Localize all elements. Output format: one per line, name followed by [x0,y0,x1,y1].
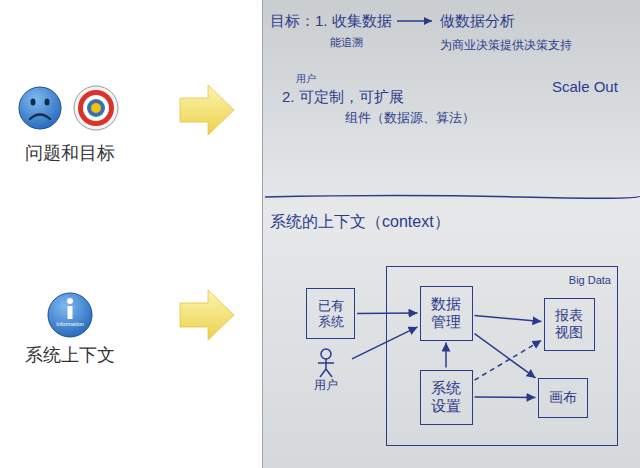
label-box: 为商业决策提供决策支持 [440,38,572,52]
info-icon [48,293,92,337]
connector-arrow [357,312,418,314]
node-label: 数据管理 [429,295,464,331]
photo-edge [262,0,263,468]
module-box: 数据管理 [420,286,473,341]
icon-caption: 问题和目标 [10,143,130,165]
icon-caption: Information [52,321,88,328]
node-label: 用户 [314,378,338,392]
actor: 用户 [302,348,350,395]
handwritten-note: 能追溯 [330,36,363,49]
label-box: 用户 [296,73,316,85]
node-label: 报表视图 [553,307,586,341]
label-box: 系统的上下文（context） [270,212,450,231]
whiteboard [262,0,640,468]
icon-caption: 系统上下文 [10,345,130,367]
connector-arrow [352,327,418,359]
label-box: 系统上下文 [10,345,130,367]
label-box: 能追溯 [330,36,363,49]
boundary-heading: Big Data [569,274,611,286]
label-box: 2. 可定制，可扩展 [282,88,404,106]
module-box: 系统设置 [420,370,473,425]
label-box: 做数据分析 [440,12,515,30]
heading-holder: Big Data [569,270,611,288]
connector-arrow [445,343,447,368]
node-label: 画布 [549,389,577,406]
pointer-arrow [180,290,234,340]
label-box: Scale Out [552,78,618,96]
flow-arrow [397,20,432,22]
handwritten-note: 目标：1. 收集数据 [270,12,392,30]
handwritten-note: 用户 [296,73,316,85]
divider-line [265,196,640,199]
node-label: 系统设置 [429,379,464,415]
system-boundary: Big Data 数据管理 报表视图系统设置 画布 [386,266,618,446]
label-box: 问题和目标 [10,143,130,165]
connector-arrow [475,316,542,322]
node-label: 已有系统 [315,298,346,329]
target-icon [74,86,118,130]
connector-arrow [475,340,542,380]
handwritten-note: 2. 可定制，可扩展 [282,88,404,106]
module-box: 画布 [538,378,588,418]
handwritten-note: 组件（数据源、算法） [345,110,475,126]
sad-face-icon [19,87,61,129]
system-box: 已有系统 [306,288,355,339]
label-box: Information [52,321,88,328]
handwritten-note: 为商业决策提供决策支持 [440,38,572,52]
connector-arrow [475,396,536,398]
module-box: 报表视图 [544,298,595,351]
handwritten-note: Scale Out [552,78,618,96]
label-box: 目标：1. 收集数据 [270,12,392,30]
handwritten-note: 做数据分析 [440,12,515,30]
pointer-arrow [180,85,234,135]
label-box: 组件（数据源、算法） [345,110,475,126]
connector-arrow [475,334,536,378]
stick-figure [303,348,349,378]
handwritten-note: 系统的上下文（context） [270,212,450,231]
